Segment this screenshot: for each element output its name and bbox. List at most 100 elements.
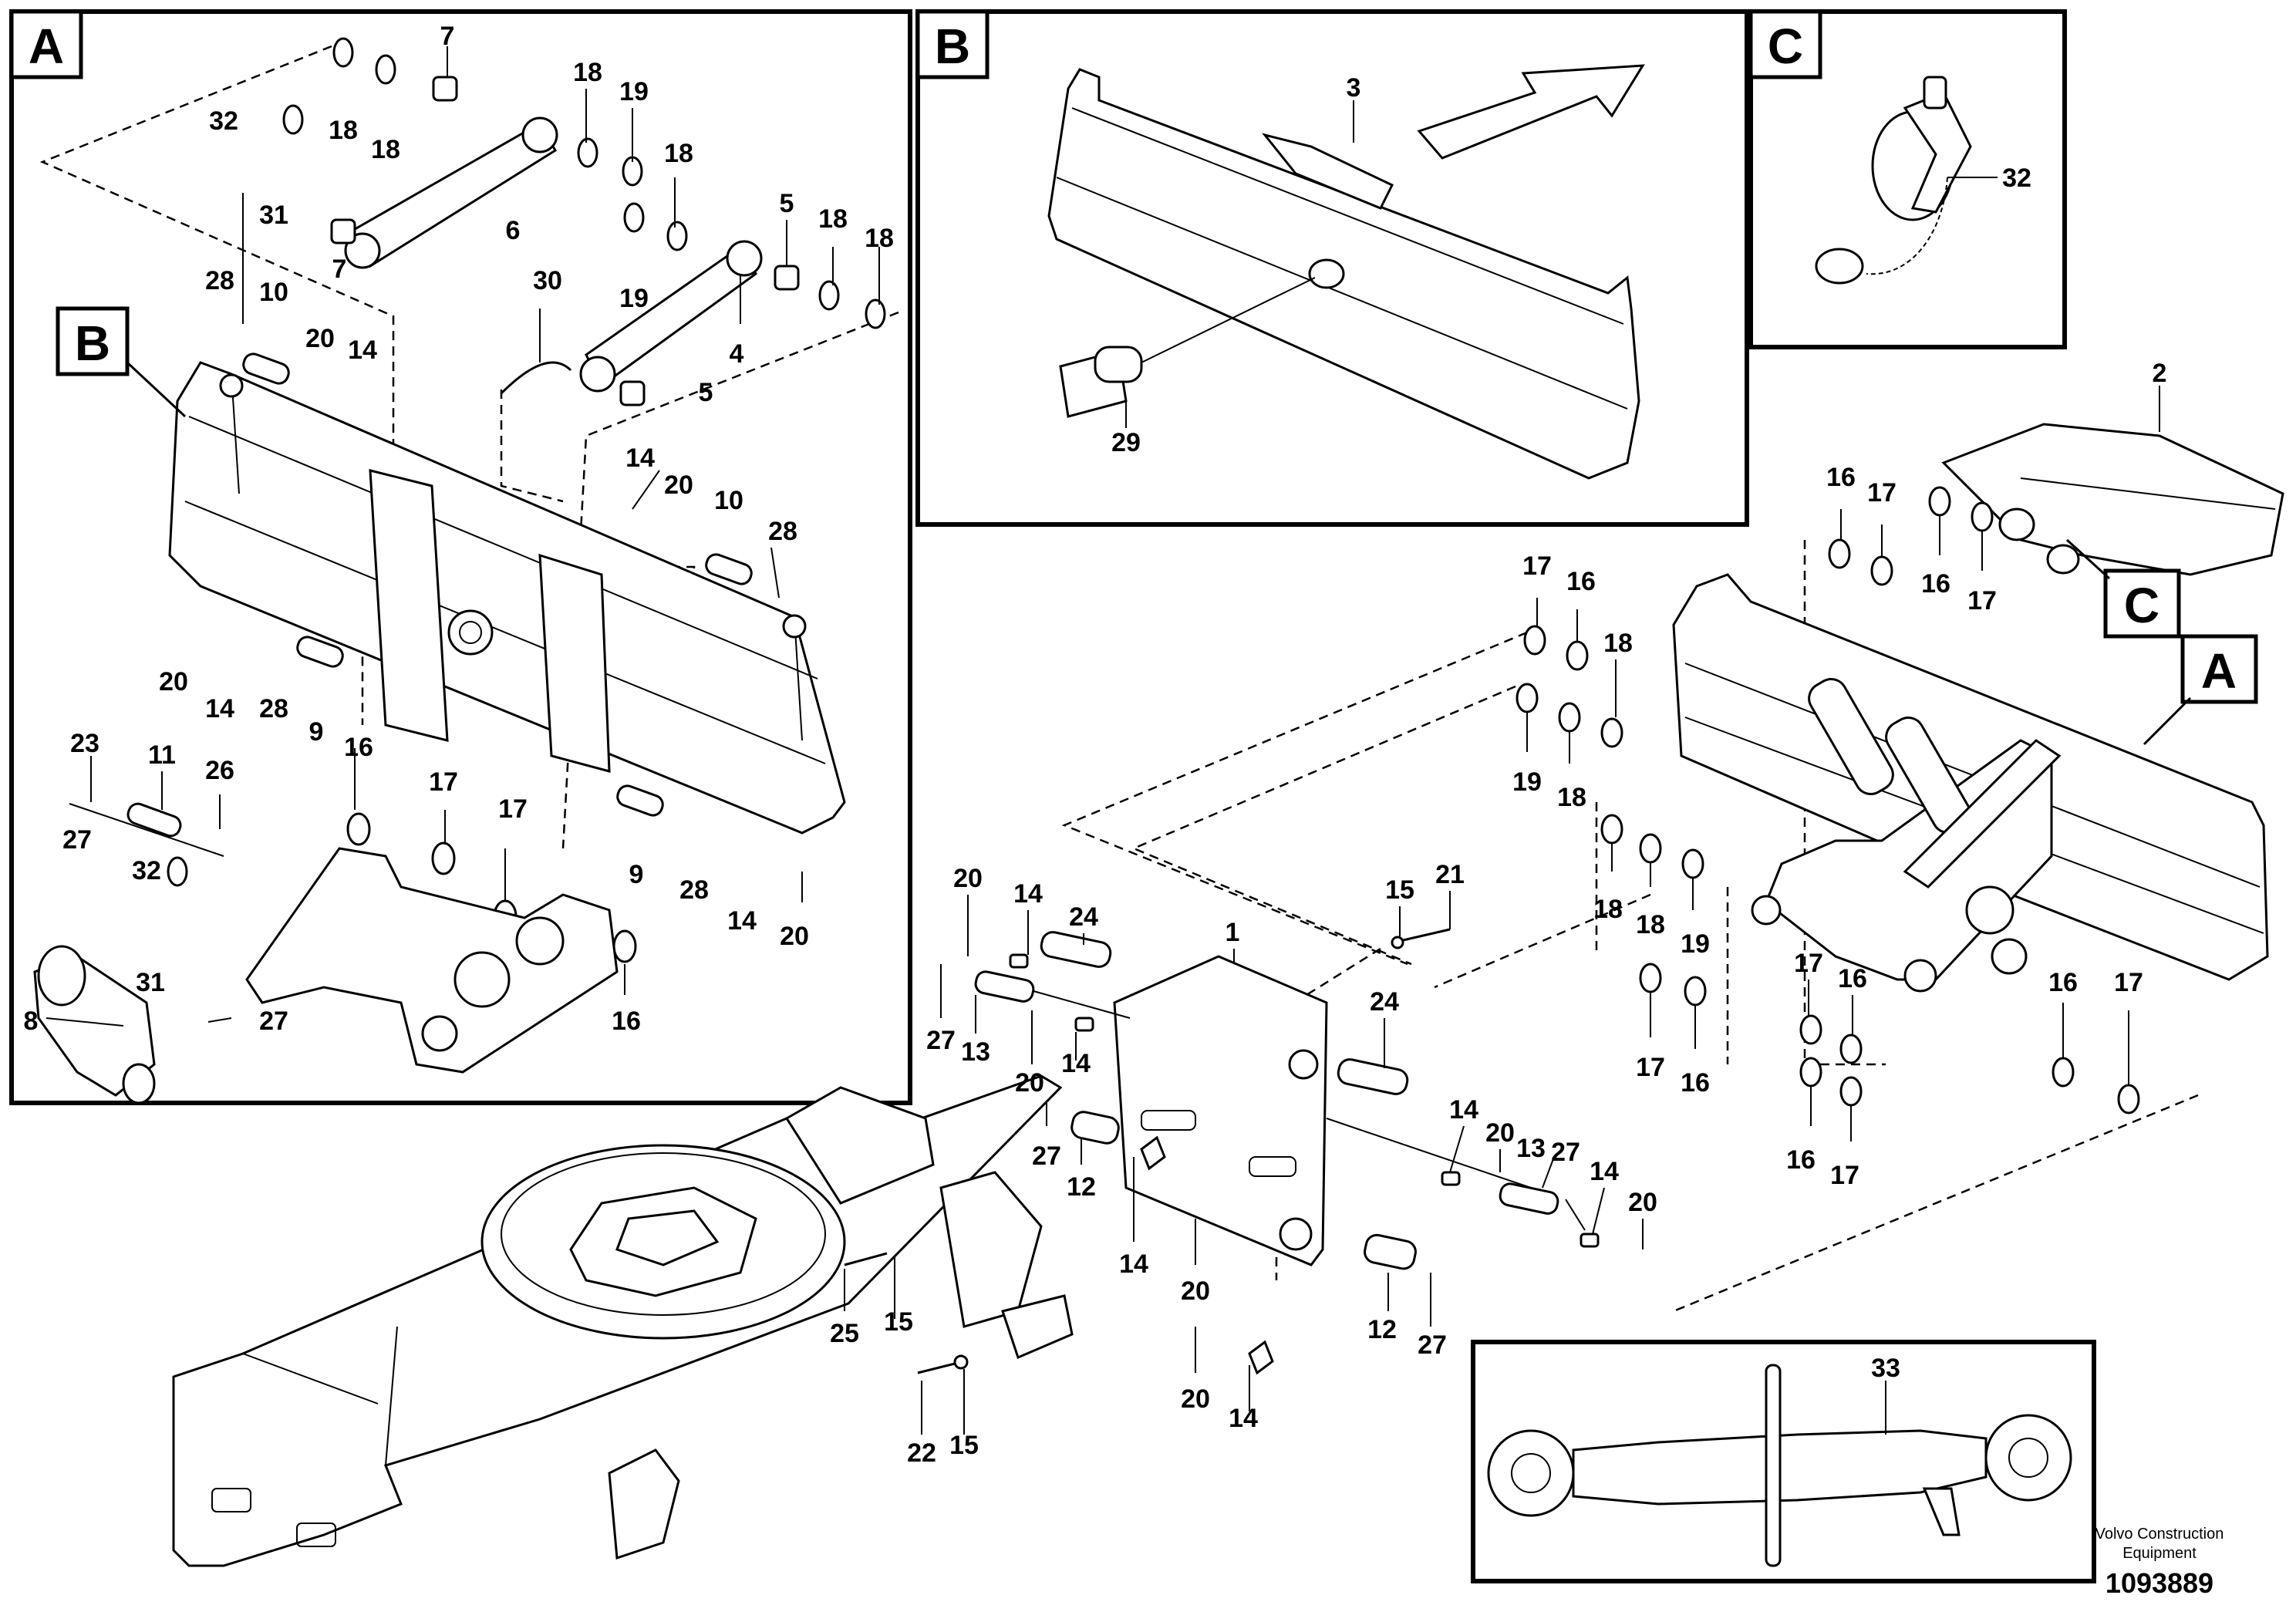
- document-number: 1093889: [2106, 1567, 2213, 1599]
- inset-a-marker-b-label: B: [75, 315, 110, 371]
- callout-b-29: 29: [1111, 428, 1141, 457]
- callout-20: 20: [1628, 1188, 1657, 1217]
- callout-a-5: 5: [780, 189, 794, 218]
- callout-a-16: 16: [612, 1007, 641, 1036]
- callout-a-19: 19: [619, 284, 649, 313]
- inset-a-marker-b: [56, 306, 130, 376]
- callout-16: 16: [1826, 463, 1856, 492]
- callout-24: 24: [1069, 902, 1098, 932]
- callout-16: 16: [1681, 1068, 1710, 1098]
- leaders-main: [844, 386, 2160, 1435]
- callout-21: 21: [1435, 860, 1465, 889]
- callout-a-5: 5: [699, 378, 713, 407]
- callout-33: 33: [1871, 1354, 1900, 1383]
- callout-17: 17: [1967, 586, 1997, 615]
- callout-20: 20: [1485, 1118, 1515, 1148]
- inset-c: C 32: [1748, 9, 2067, 349]
- cover-plate-2: [1941, 423, 2284, 576]
- callout-a-7: 7: [332, 255, 347, 284]
- callout-18: 18: [1636, 910, 1665, 939]
- pin-13-right: [1499, 1182, 1559, 1215]
- callout-17: 17: [1636, 1053, 1665, 1082]
- callouts-main: 2 16 17 16 17 17 16 18 19 18 18 18 19 17…: [830, 359, 2166, 1468]
- callout-a-14: 14: [205, 694, 234, 723]
- pin-24-upper: [1040, 931, 1112, 968]
- callout-14: 14: [1061, 1049, 1091, 1078]
- callout-17: 17: [1830, 1161, 1859, 1190]
- callout-15: 15: [1385, 875, 1414, 905]
- credit-line-1: Volvo Construction: [2095, 1526, 2224, 1543]
- callout-a-17: 17: [429, 767, 458, 797]
- callout-a-17: 17: [498, 794, 528, 824]
- inset-b-label: B: [935, 19, 970, 74]
- pin-12-right: [1364, 1233, 1417, 1270]
- inset-b: B 3 29: [915, 9, 1749, 527]
- callout-a-20: 20: [664, 470, 693, 500]
- lock-pin-32: [1815, 76, 1998, 285]
- callout-a-31: 31: [136, 968, 165, 997]
- turnbuckle-33: [1487, 1364, 2072, 1567]
- callout-a-16: 16: [344, 733, 373, 762]
- dozer-blade-b: [1047, 68, 1640, 480]
- callout-14: 14: [1229, 1404, 1258, 1433]
- inset-33: 33: [1471, 1340, 2096, 1583]
- lock-pin-a: [282, 104, 304, 135]
- mount-8: [33, 945, 156, 1104]
- clip-30: [500, 361, 572, 395]
- callout-a-18: 18: [865, 224, 894, 253]
- bolts-main: [844, 928, 1600, 1375]
- callout-20: 20: [1015, 1068, 1044, 1098]
- callout-17: 17: [1867, 478, 1896, 508]
- credit-block: Volvo Construction Equipment 1093889: [2095, 1526, 2224, 1599]
- callout-2: 2: [2153, 359, 2167, 388]
- callout-a-30: 30: [533, 266, 562, 295]
- pins-a: [69, 352, 753, 857]
- callout-a-14: 14: [727, 906, 757, 936]
- callout-a-14: 14: [625, 443, 655, 473]
- callout-12: 12: [1067, 1172, 1096, 1202]
- callout-a-23: 23: [70, 729, 99, 758]
- callout-a-28: 28: [205, 266, 234, 295]
- callout-a-32: 32: [209, 106, 238, 136]
- callout-17: 17: [1794, 949, 1823, 978]
- callout-27: 27: [1032, 1141, 1061, 1171]
- callout-b-3: 3: [1347, 73, 1361, 103]
- marker-c: [2103, 568, 2181, 639]
- callout-22: 22: [907, 1438, 936, 1468]
- callout-16: 16: [1566, 567, 1596, 596]
- callout-a-28: 28: [768, 517, 797, 546]
- inset-a-label: A: [29, 19, 64, 74]
- callout-14: 14: [1013, 879, 1043, 909]
- callout-a-20: 20: [780, 922, 809, 951]
- callout-16: 16: [2048, 968, 2078, 997]
- callout-14: 14: [1590, 1157, 1619, 1186]
- callout-a-18: 18: [664, 139, 693, 168]
- callouts-a: 7 18 18 32 31 7 6 18 19 18 19 5 18 18 4 …: [24, 22, 894, 1036]
- callout-16: 16: [1921, 569, 1950, 599]
- pin-24-lower: [1337, 1058, 1409, 1095]
- callout-a-18: 18: [329, 116, 358, 145]
- callout-a-14: 14: [348, 336, 377, 365]
- swing-ring: [480, 1144, 846, 1340]
- callout-a-20: 20: [159, 667, 188, 696]
- leaders-a: [46, 46, 880, 1027]
- callout-a-18: 18: [818, 204, 848, 234]
- callout-18: 18: [1593, 895, 1623, 924]
- callout-a-28: 28: [259, 694, 288, 723]
- callout-19: 19: [1512, 767, 1542, 797]
- callout-a-32: 32: [132, 856, 161, 885]
- callout-a-27: 27: [259, 1007, 288, 1036]
- marker-a-label: A: [2201, 643, 2237, 699]
- credit-line-2: Equipment: [2122, 1545, 2197, 1562]
- callout-a-31: 31: [259, 201, 288, 230]
- callout-24: 24: [1370, 987, 1399, 1017]
- callout-a-27: 27: [62, 825, 92, 855]
- callout-a-9: 9: [309, 717, 324, 747]
- mounting-plate-1: [1113, 955, 1328, 1266]
- pin-29: [1059, 277, 1316, 428]
- dozer-blade-a: [168, 361, 846, 835]
- main-assembly: 2 16 17 16 17 17 16 18 19 18 18 18 19 17…: [172, 359, 2284, 1567]
- callout-a-18: 18: [573, 58, 602, 87]
- callout-a-18: 18: [371, 135, 400, 164]
- callout-a-6: 6: [506, 216, 521, 245]
